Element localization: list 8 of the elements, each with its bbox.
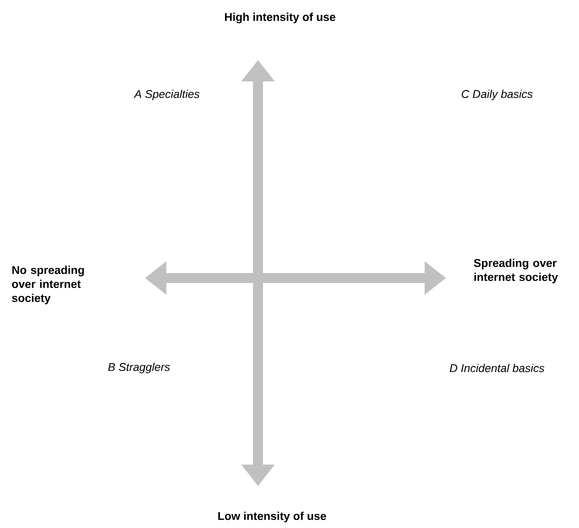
axis-label: Spreading over internet society — [474, 258, 558, 284]
axis-label: Low intensity of use — [218, 512, 326, 522]
quadrant-label: C Daily basics — [462, 90, 533, 100]
quadrant-label: A Specialties — [134, 90, 200, 100]
axis-label: No spreading over internet society — [12, 266, 84, 304]
quadrant-label: D Incidental basics — [450, 364, 544, 372]
axis-label: High intensity of use — [225, 12, 336, 24]
quadrant-label: B Stragglers — [108, 362, 170, 374]
